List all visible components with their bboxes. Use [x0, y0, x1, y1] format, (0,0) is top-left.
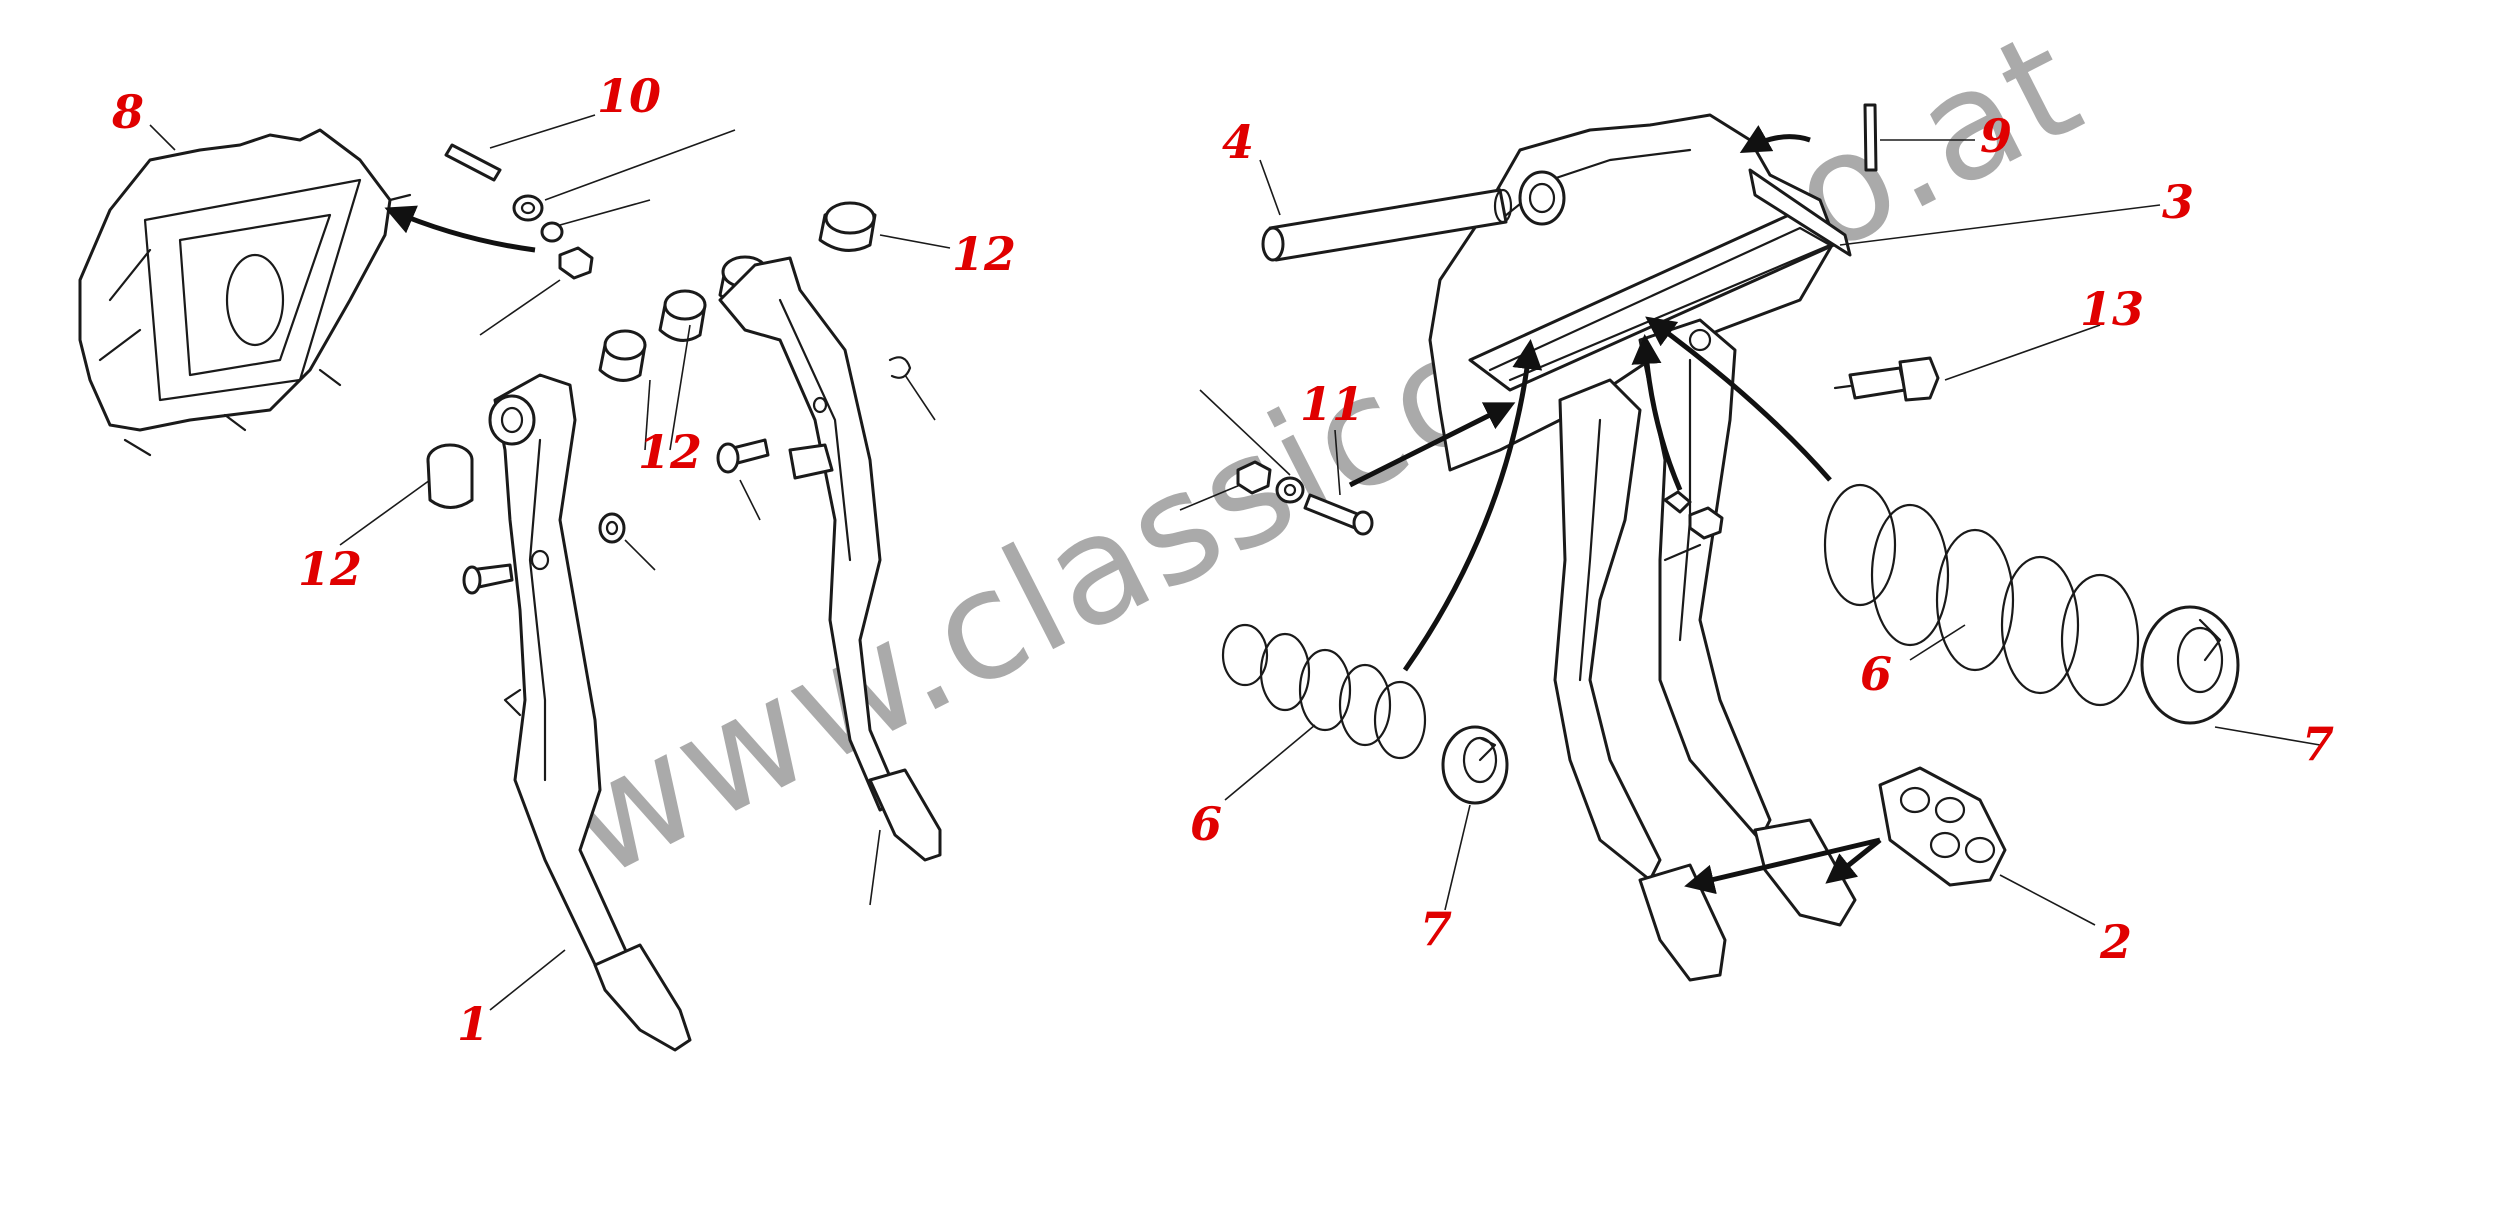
leader-line: [1444, 804, 1471, 911]
callout-12: 12: [298, 542, 362, 596]
pivot-pin: [462, 563, 514, 595]
leader-line: [1909, 624, 1966, 661]
nut: [1688, 506, 1724, 540]
assembly-arrow: [1631, 334, 1683, 491]
callout-8: 8: [111, 85, 144, 139]
callout-2: 2: [2099, 915, 2132, 969]
callout-6: 6: [1190, 797, 1222, 851]
leader-line: [1199, 389, 1291, 476]
clip: [888, 356, 912, 379]
callout-numbers: 8 10 12 12 12 1 4 9 3 13 11 6 6 7 7 2: [111, 69, 2334, 1051]
leader-line: [1224, 724, 1316, 801]
leader-line: [1839, 204, 2161, 246]
assembly-arrow: [1402, 339, 1543, 672]
assembly-arrow: [1348, 402, 1516, 488]
washer: [540, 221, 564, 243]
callout-1: 1: [457, 997, 489, 1051]
spring-cap-left: [1441, 725, 1509, 805]
assembly-arrow: [1739, 125, 1811, 153]
callout-12: 12: [638, 425, 702, 479]
assembly-arrow: [1684, 837, 1881, 895]
bushing: [426, 443, 474, 509]
leader-line: [2214, 726, 2321, 746]
return-spring-left: [1221, 623, 1427, 760]
washer: [598, 512, 626, 544]
assembly-arrow: [1645, 316, 1832, 482]
leader-line: [489, 114, 596, 149]
washer: [1275, 476, 1305, 504]
brake-pedal: [718, 256, 942, 862]
stud-bolt: [444, 143, 502, 182]
leader-line: [544, 129, 736, 201]
clutch-pedal: [488, 373, 692, 1052]
leader-line: [879, 234, 951, 249]
pedal-rubber-pad: [1878, 766, 2007, 887]
assembly-arrow: [384, 205, 536, 253]
leader-line: [339, 479, 431, 546]
leader-line: [904, 374, 936, 421]
spring-cap-right: [2140, 605, 2240, 725]
brake-light-switch: [1833, 356, 1940, 402]
bushing: [658, 289, 707, 342]
leader-line: [149, 124, 176, 151]
bushing: [598, 329, 647, 382]
washer: [512, 194, 544, 222]
callout-11: 11: [1300, 377, 1364, 431]
nut: [558, 246, 594, 280]
assembly-arrow: [1825, 838, 1882, 884]
nut: [1236, 460, 1272, 495]
callout-12: 12: [952, 227, 1016, 281]
leader-line: [1944, 324, 2101, 381]
clutch-pedal-assembled: [1638, 318, 1857, 927]
callout-10: 10: [597, 69, 661, 123]
leader-line: [559, 199, 651, 226]
leader-line: [669, 324, 691, 451]
split-pin: [1863, 103, 1878, 172]
pedal-box-cover: [78, 128, 412, 457]
bushing: [818, 201, 877, 252]
pedal-bracket: [1428, 113, 1852, 472]
leader-line: [1179, 484, 1241, 511]
callout-7: 7: [2302, 717, 2334, 771]
leader-line: [479, 279, 561, 336]
leader-line: [1999, 874, 2096, 926]
leader-line: [869, 829, 881, 906]
pivot-pin: [716, 438, 770, 474]
callout-9: 9: [1980, 109, 2012, 163]
leader-line: [1334, 429, 1341, 496]
leader-line: [1259, 159, 1281, 216]
washer: [1663, 490, 1692, 514]
callout-3: 3: [2162, 175, 2194, 229]
pivot-shaft: [1261, 188, 1513, 262]
leader-line: [489, 949, 566, 1011]
return-spring-right: [1823, 483, 2140, 707]
callout-4: 4: [1222, 115, 1254, 169]
leader-line: [739, 479, 761, 521]
callout-7: 7: [1420, 902, 1452, 956]
callout-13: 13: [2080, 282, 2144, 336]
leader-line: [644, 379, 651, 451]
leader-line: [624, 539, 656, 571]
callout-6: 6: [1860, 647, 1892, 701]
bolt: [1303, 493, 1374, 536]
